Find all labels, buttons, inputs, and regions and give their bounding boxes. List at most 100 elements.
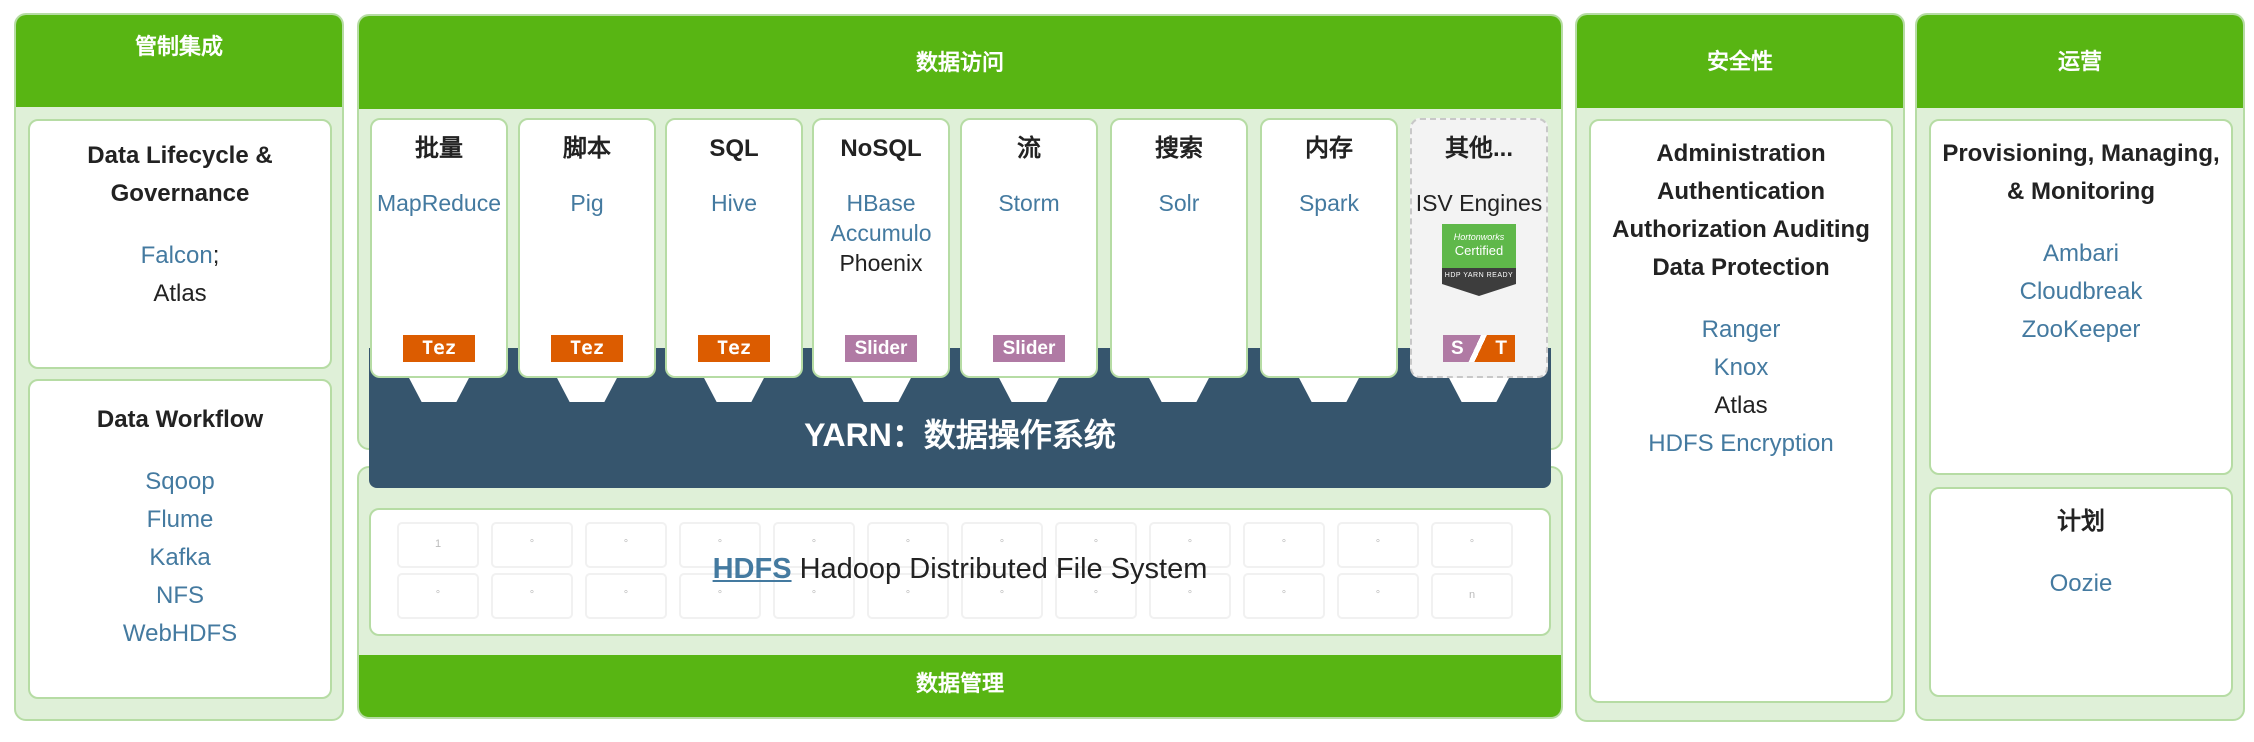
hdfs-block-cell: ° [491, 573, 573, 619]
engine-title: 内存 [1305, 135, 1353, 162]
hdfs-block-cell: 1 [397, 522, 479, 568]
engine-title: NoSQL [840, 135, 922, 162]
hdfs-label: HDFS Hadoop Distributed File System [371, 553, 1549, 586]
cert-label: Certified [1454, 243, 1504, 258]
slider-initial: S [1451, 338, 1464, 359]
yarn-label: YARN：数据操作系统 [804, 417, 1116, 453]
security-header: 安全性 [1577, 15, 1903, 108]
accumulo-link[interactable]: Accumulo [830, 220, 932, 246]
engine-card-sql: SQL Hive Tez [665, 118, 803, 378]
cert-ribbon: HDP YARN READY [1442, 268, 1516, 284]
hdp-yarn-ready-certified-badge: Hortonworks Certified HDP YARN READY [1442, 224, 1516, 296]
hdfs-block-cell: ° [491, 522, 573, 568]
tez-badge: Tez [551, 335, 623, 362]
atlas-text: Atlas [153, 280, 207, 307]
engine-card-batch: 批量 MapReduce Tez [370, 118, 508, 378]
lifecycle-title-line2: Governance [110, 180, 250, 207]
hdfs-block-grid: 1°°°°°°°°°°°°°°°°°°°°°°n [397, 522, 1513, 619]
cert-arrow-shape [1442, 284, 1516, 296]
cloudbreak-link[interactable]: Cloudbreak [2019, 278, 2143, 305]
hdfs-block-cell: ° [1243, 522, 1325, 568]
provisioning-card: Provisioning, Managing, & Monitoring Amb… [1929, 119, 2233, 475]
hdfs-block-cell: ° [1243, 573, 1325, 619]
security-title-line: Authorization Auditing [1612, 216, 1870, 243]
zookeeper-link[interactable]: ZooKeeper [2021, 316, 2141, 343]
hdfs-block-cell: ° [1149, 573, 1231, 619]
flume-link[interactable]: Flume [146, 506, 214, 533]
hdfs-block-cell: ° [773, 522, 855, 568]
provisioning-title-line1: Provisioning, Managing, [1942, 140, 2220, 167]
data-access-header: 数据访问 [359, 16, 1561, 109]
data-workflow-card: Data Workflow Sqoop Flume Kafka NFS WebH… [28, 379, 332, 699]
kafka-link[interactable]: Kafka [149, 544, 211, 571]
engine-card-script: 脚本 Pig Tez [518, 118, 656, 378]
slider-badge: Slider [845, 335, 917, 362]
hdfs-block-cell: ° [1337, 522, 1419, 568]
slider-tez-badge: S T [1443, 335, 1515, 362]
governance-header: 管制集成 [16, 15, 342, 107]
engine-title: 其他... [1444, 135, 1513, 162]
hdfs-block-cell: ° [867, 573, 949, 619]
data-lifecycle-card: Data Lifecycle & Governance Falcon; Atla… [28, 119, 332, 369]
security-title-line: Data Protection [1652, 254, 1830, 281]
hive-link[interactable]: Hive [710, 190, 757, 216]
hdfs-block-cell: n [1431, 573, 1513, 619]
operations-panel: 运营 Provisioning, Managing, & Monitoring … [1915, 13, 2245, 721]
engine-title: 流 [1017, 135, 1041, 162]
slider-badge: Slider [993, 335, 1065, 362]
engine-card-search: 搜索 Solr [1110, 118, 1248, 378]
hdfs-block-cell: ° [867, 522, 949, 568]
hdfs-block-cell: ° [679, 522, 761, 568]
engine-card-nosql: NoSQL HBase Accumulo Phoenix Slider [812, 118, 950, 378]
hdfs-box: 1°°°°°°°°°°°°°°°°°°°°°°n HDFS Hadoop Dis… [369, 508, 1551, 636]
webhdfs-link[interactable]: WebHDFS [122, 620, 238, 647]
oozie-link[interactable]: Oozie [2049, 570, 2113, 597]
isv-engines-text: ISV Engines [1415, 190, 1543, 216]
tez-badge: Tez [698, 335, 770, 362]
tez-initial: T [1495, 338, 1507, 359]
engine-card-in-memory: 内存 Spark [1260, 118, 1398, 378]
engine-title: 脚本 [563, 135, 611, 162]
nfs-link[interactable]: NFS [156, 582, 204, 609]
hdfs-block-cell: ° [773, 573, 855, 619]
hdfs-description: Hadoop Distributed File System [791, 553, 1208, 585]
engine-title: SQL [709, 135, 759, 162]
hdfs-block-cell: ° [1431, 522, 1513, 568]
ranger-link[interactable]: Ranger [1701, 316, 1781, 343]
cert-brand: Hortonworks [1453, 232, 1505, 242]
lifecycle-title-line1: Data Lifecycle & [87, 142, 273, 169]
security-title-line: Administration [1656, 140, 1826, 167]
engine-title: 搜索 [1155, 135, 1203, 162]
hdfs-block-cell: ° [1149, 522, 1231, 568]
tez-badge: Tez [403, 335, 475, 362]
security-title-line: Authentication [1657, 178, 1825, 205]
mapreduce-link[interactable]: MapReduce [376, 190, 502, 216]
hbase-link[interactable]: HBase [846, 190, 916, 216]
falcon-link[interactable]: Falcon [140, 242, 213, 269]
hdfs-block-cell: ° [585, 522, 667, 568]
data-management-footer: 数据管理 [359, 655, 1561, 717]
security-card: Administration Authentication Authorizat… [1589, 119, 1893, 703]
operations-header: 运营 [1917, 15, 2243, 108]
ambari-link[interactable]: Ambari [2042, 240, 2120, 267]
hdfs-encryption-link[interactable]: HDFS Encryption [1648, 430, 1834, 457]
solr-link[interactable]: Solr [1158, 190, 1200, 216]
pig-link[interactable]: Pig [570, 190, 604, 216]
phoenix-text: Phoenix [839, 250, 923, 276]
engine-title: 批量 [415, 135, 463, 162]
sqoop-link[interactable]: Sqoop [145, 468, 215, 495]
separator: ; [212, 242, 220, 269]
knox-link[interactable]: Knox [1713, 354, 1769, 381]
hdfs-block-cell: ° [1055, 573, 1137, 619]
spark-link[interactable]: Spark [1298, 190, 1360, 216]
scheduling-card: 计划 Oozie [1929, 487, 2233, 697]
data-management-panel: 1°°°°°°°°°°°°°°°°°°°°°°n HDFS Hadoop Dis… [357, 466, 1563, 719]
hdfs-block-cell: ° [1337, 573, 1419, 619]
hdfs-link[interactable]: HDFS [712, 553, 792, 585]
governance-panel: 管制集成 Data Lifecycle & Governance Falcon;… [14, 13, 344, 721]
hdfs-block-cell: ° [961, 522, 1043, 568]
hdfs-block-cell: ° [961, 573, 1043, 619]
hortonworks-elephants-icon: Hortonworks Certified [1442, 224, 1516, 268]
storm-link[interactable]: Storm [998, 190, 1060, 216]
security-panel: 安全性 Administration Authentication Author… [1575, 13, 1905, 722]
